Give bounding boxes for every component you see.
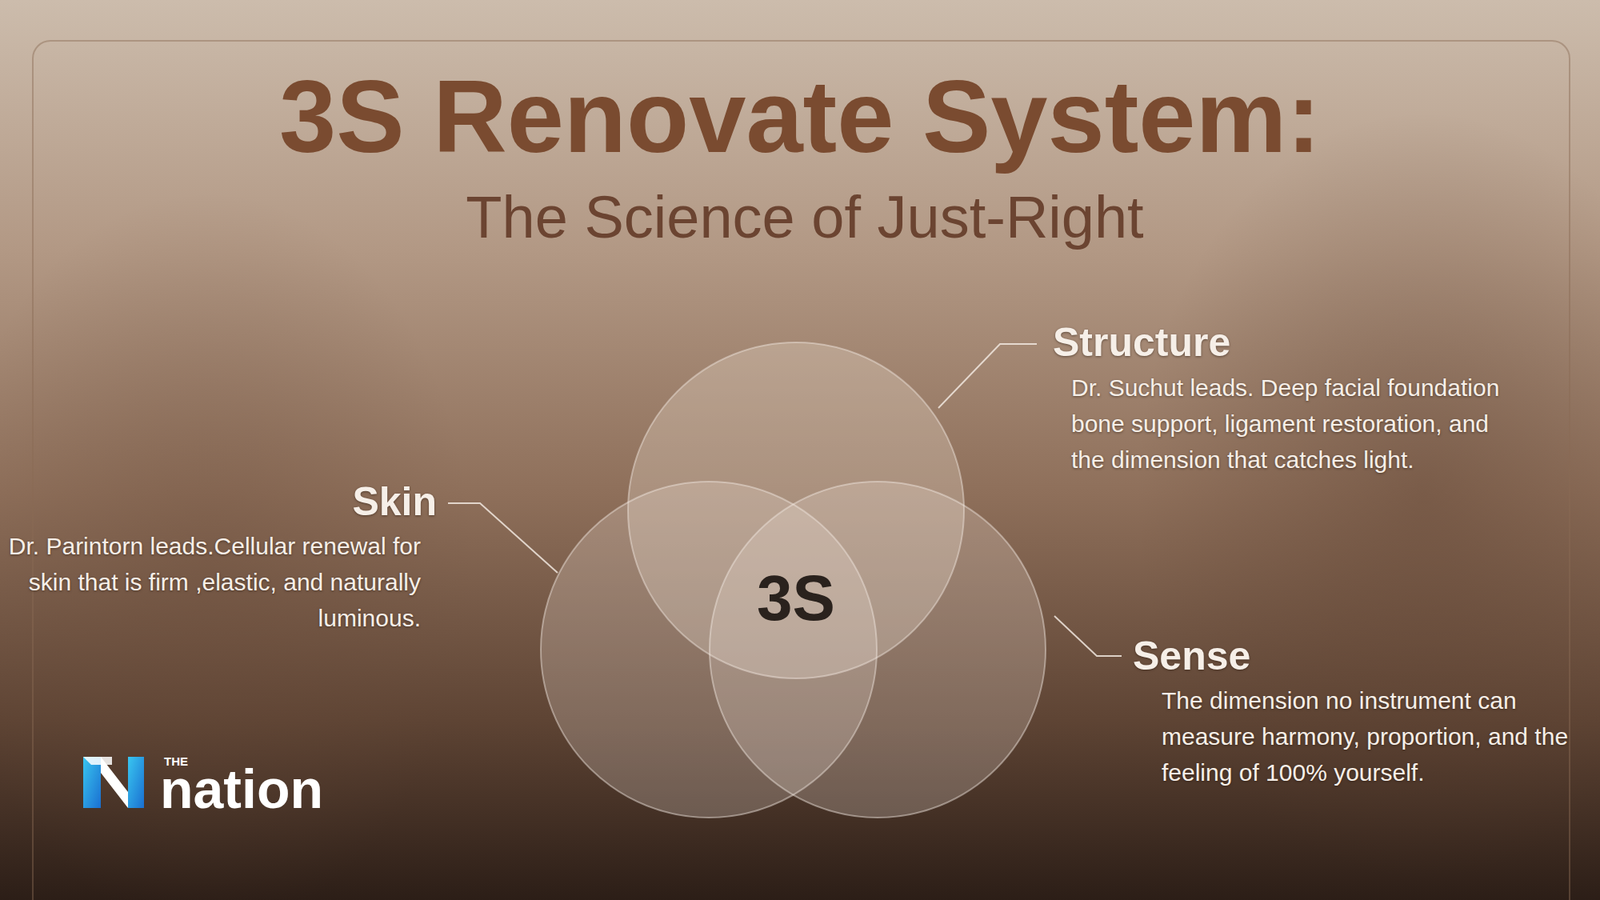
section-body: Dr. Suchut leads. Deep facial foundation… [1071,369,1508,478]
nation-logo-mark [83,756,144,808]
leader-line [1054,616,1122,656]
section-body: Dr. Parintorn leads.Cellular renewal for… [4,528,421,636]
section-body: The dimension no instrument can measure … [1161,682,1578,791]
leader-line [938,344,1037,408]
logo-corner [83,756,112,765]
logo-bar [128,756,144,808]
section-heading: Sense [1132,632,1251,680]
photo-shadow [1136,112,1600,880]
photo-shadow [0,192,472,900]
logo-wordmark: nation [160,761,324,816]
venn [540,342,1046,818]
leader-line [448,503,558,573]
title: 3S Renovate System: [0,57,1600,176]
leader-lines [448,344,1122,656]
subtitle: The Science of Just-Right [4,182,1600,254]
section-heading: Structure [1052,318,1231,367]
section-heading: Skin [352,477,437,526]
venn-center-label: 3S [756,566,836,631]
venn-circle [709,481,1046,818]
